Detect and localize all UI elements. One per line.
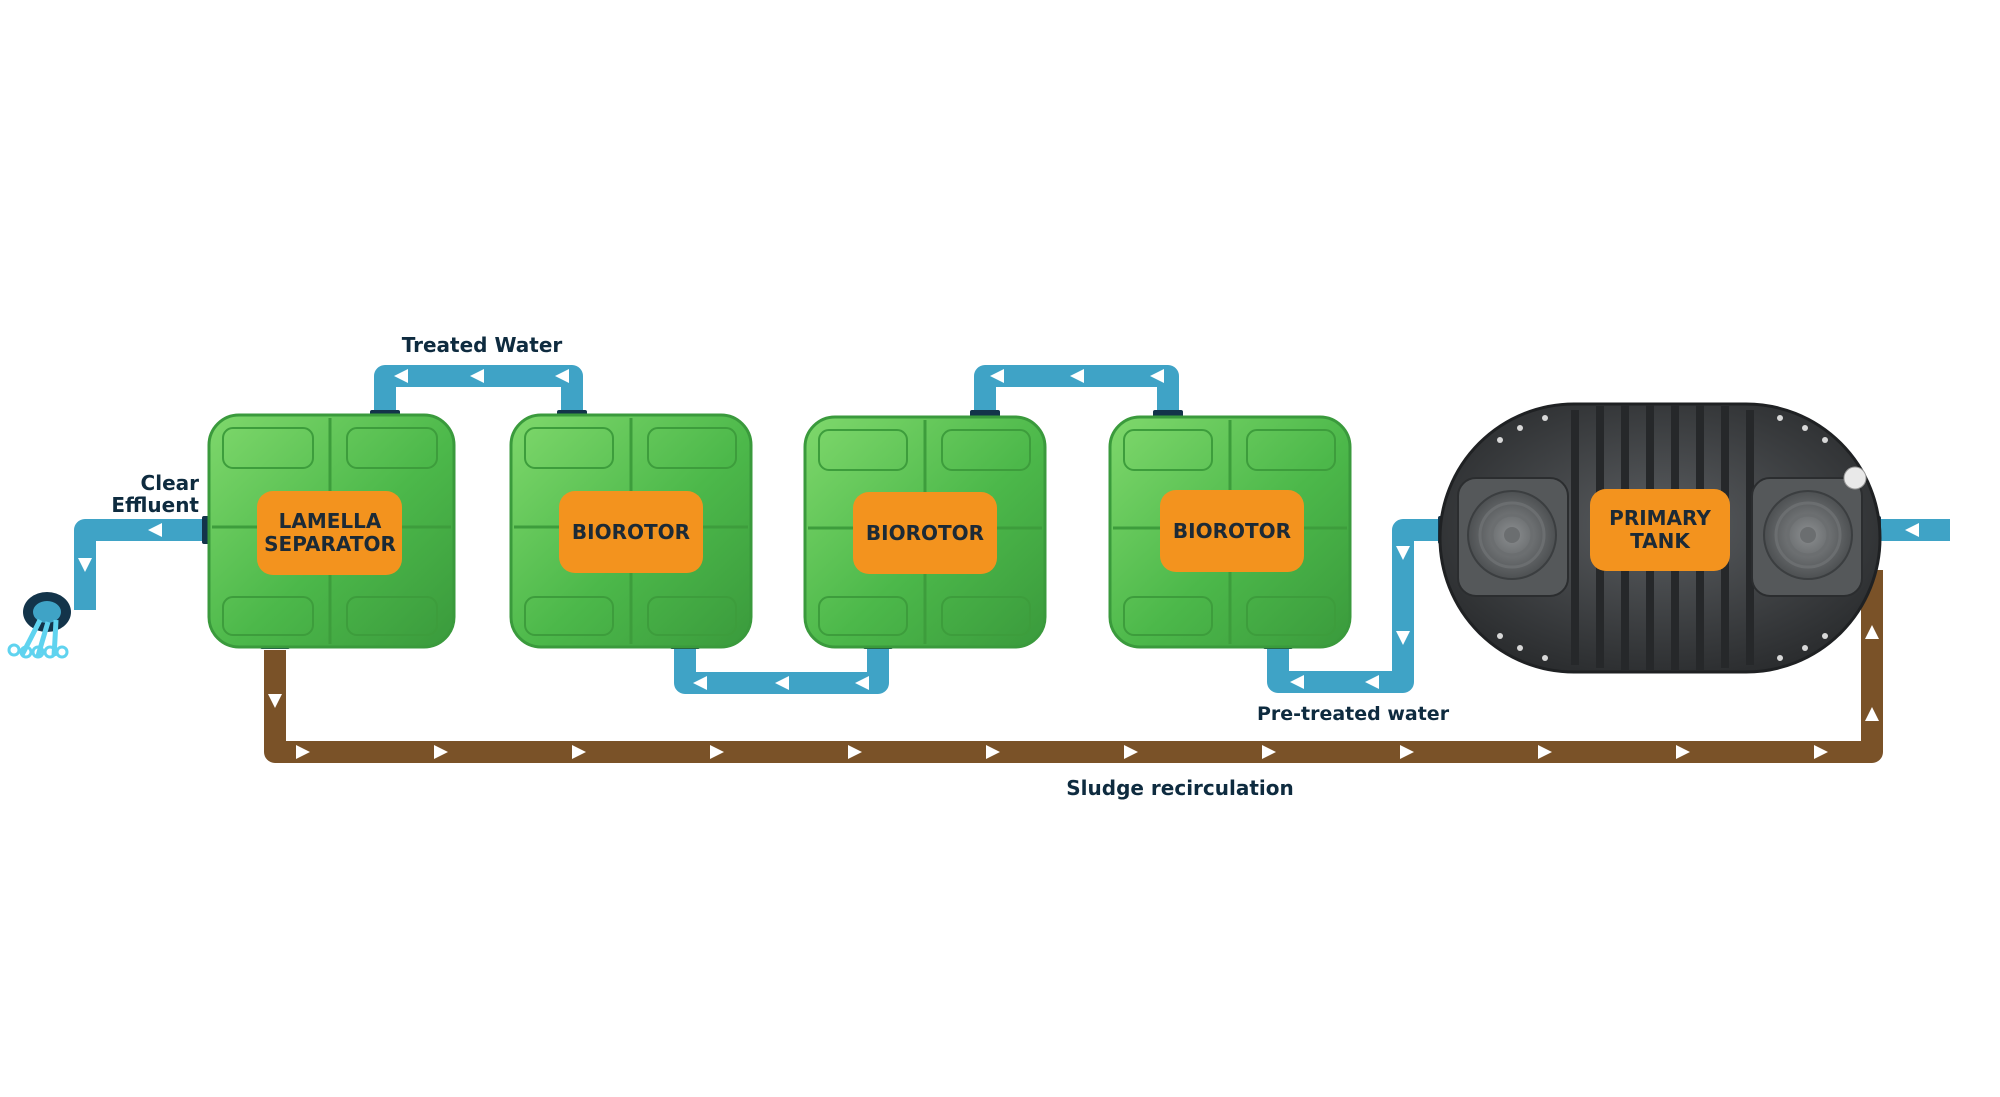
arrow-icon xyxy=(1070,369,1084,383)
arrow-icon xyxy=(1865,707,1879,721)
biorotor-1-label-box xyxy=(559,491,703,573)
arrow-icon xyxy=(1676,745,1690,759)
tank-bolts xyxy=(1497,415,1828,661)
arrow-icon xyxy=(1262,745,1276,759)
arrow-icon xyxy=(1865,625,1879,639)
arrow-icon xyxy=(855,676,869,690)
arrow-icon xyxy=(1814,745,1828,759)
arrow-icon xyxy=(1396,631,1410,645)
arrow-icon xyxy=(1124,745,1138,759)
pre-treated-water-pipe xyxy=(1267,519,1445,693)
arrow-icon xyxy=(148,523,162,537)
lamella-label-line1: LAMELLA xyxy=(279,509,382,533)
primary-tank-label-line1: PRIMARY xyxy=(1609,506,1711,530)
biorotor-2-label-box xyxy=(853,492,997,574)
arrow-icon xyxy=(1290,675,1304,689)
arrow-icon xyxy=(775,676,789,690)
arrow-icon xyxy=(1400,745,1414,759)
lamella-separator-label-box xyxy=(257,491,402,575)
sludge-recirculation-label: Sludge recirculation xyxy=(1066,776,1294,800)
treated-water-pipe xyxy=(374,365,583,415)
primary-tank-label-box xyxy=(1590,489,1730,571)
arrow-icon xyxy=(1905,523,1919,537)
biorotor-1-label: BIOROTOR xyxy=(572,520,690,544)
biorotor-3-tank: BIOROTOR xyxy=(1108,415,1352,649)
pipe-biorotor1-biorotor2 xyxy=(674,647,889,694)
arrow-icon xyxy=(1150,369,1164,383)
clear-effluent-label-line2: Effluent xyxy=(111,493,199,517)
biorotor-2-label: BIOROTOR xyxy=(866,521,984,545)
arrow-icon xyxy=(296,745,310,759)
arrow-icon xyxy=(1365,675,1379,689)
clear-effluent-pipe xyxy=(74,519,205,610)
arrow-icon xyxy=(986,745,1000,759)
biorotor-3-label: BIOROTOR xyxy=(1173,519,1291,543)
biorotor-2-tank: BIOROTOR xyxy=(803,415,1047,649)
flow-arrows xyxy=(78,369,1919,690)
lamella-separator-tank: LAMELLA SEPARATOR xyxy=(207,413,456,649)
arrow-icon xyxy=(848,745,862,759)
arrow-icon xyxy=(990,369,1004,383)
arrow-icon xyxy=(470,369,484,383)
clear-effluent-label-line1: Clear xyxy=(141,471,200,495)
arrow-icon xyxy=(434,745,448,759)
arrow-icon xyxy=(1396,546,1410,560)
water-outlet-icon xyxy=(7,592,71,659)
arrow-icon xyxy=(1538,745,1552,759)
arrow-icon xyxy=(268,694,282,708)
arrow-icon xyxy=(78,558,92,572)
primary-tank-label-line2: TANK xyxy=(1630,529,1691,553)
arrow-icon xyxy=(572,745,586,759)
pipe-biorotor2-biorotor3 xyxy=(974,365,1179,415)
lamella-label-line2: SEPARATOR xyxy=(264,532,396,556)
sludge-arrows xyxy=(268,625,1879,759)
arrow-icon xyxy=(394,369,408,383)
arrow-icon xyxy=(555,369,569,383)
arrow-icon xyxy=(710,745,724,759)
treated-water-label: Treated Water xyxy=(402,333,563,357)
arrow-icon xyxy=(693,676,707,690)
biorotor-1-tank: BIOROTOR xyxy=(509,413,753,649)
pre-treated-water-label: Pre-treated water xyxy=(1257,703,1450,725)
biorotor-3-label-box xyxy=(1160,490,1304,572)
primary-tank: PRIMARY TANK xyxy=(1438,402,1882,674)
